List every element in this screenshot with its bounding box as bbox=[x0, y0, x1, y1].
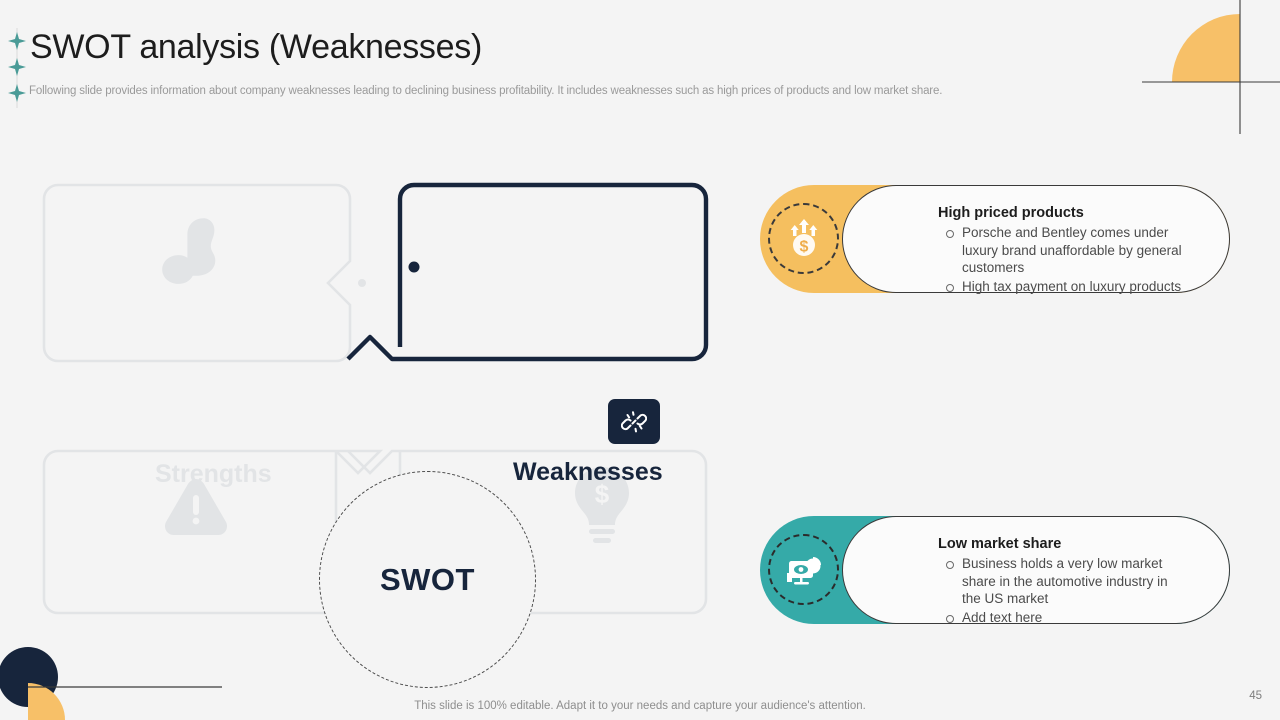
page-title: SWOT analysis (Weaknesses) bbox=[30, 28, 482, 66]
callout-icon-wrap: $ bbox=[768, 203, 839, 274]
footer-decoration bbox=[0, 647, 222, 720]
quadrant-label-strengths: Strengths bbox=[155, 460, 272, 488]
callout-title: High priced products bbox=[938, 205, 1084, 221]
callout-list: Business holds a very low market share i… bbox=[938, 555, 1190, 626]
callout-high-priced-products[interactable]: $ High priced products Porsche and Bentl… bbox=[760, 185, 1230, 296]
callout-list: Porsche and Bentley comes under luxury b… bbox=[938, 224, 1190, 295]
callout-low-market-share[interactable]: Low market share Business holds a very l… bbox=[760, 516, 1230, 627]
callout-card bbox=[842, 516, 1230, 624]
page-subtitle: Following slide provides information abo… bbox=[29, 85, 943, 97]
quarter-circle-decoration bbox=[1142, 0, 1280, 134]
presentation-chart-icon bbox=[786, 556, 821, 584]
warning-icon bbox=[164, 479, 228, 535]
lightbulb-dollar-icon: $ bbox=[575, 467, 629, 543]
callout-title: Low market share bbox=[938, 536, 1062, 552]
swot-center-circle: SWOT bbox=[319, 471, 536, 688]
list-item: High tax payment on luxury products bbox=[938, 278, 1190, 296]
page-number: 45 bbox=[1249, 690, 1262, 702]
sparkle-icon bbox=[8, 28, 26, 108]
callout-body: Low market share Business holds a very l… bbox=[938, 536, 1190, 627]
callout-body: High priced products Porsche and Bentley… bbox=[938, 205, 1190, 296]
callout-card bbox=[842, 185, 1230, 293]
bicep-icon bbox=[162, 218, 216, 284]
list-item: Add text here bbox=[938, 609, 1190, 627]
list-item: Business holds a very low market share i… bbox=[938, 555, 1190, 608]
broken-chain-icon bbox=[621, 410, 647, 432]
swot-center-label: SWOT bbox=[380, 561, 475, 597]
svg-text:$: $ bbox=[799, 238, 808, 255]
callout-icon-wrap bbox=[768, 534, 839, 605]
dollar-coin-growth-icon: $ bbox=[790, 218, 817, 256]
quadrant-strengths bbox=[42, 183, 366, 363]
footer-note: This slide is 100% editable. Adapt it to… bbox=[414, 700, 866, 712]
swot-matrix: $ Strengths Weaknesses Threats Opportuni… bbox=[40, 175, 740, 688]
weaknesses-icon-badge bbox=[608, 399, 660, 444]
list-item: Porsche and Bentley comes under luxury b… bbox=[938, 224, 1190, 277]
quadrant-label-weaknesses: Weaknesses bbox=[513, 458, 663, 486]
svg-text:$: $ bbox=[595, 479, 610, 509]
quadrant-weaknesses bbox=[346, 182, 709, 362]
